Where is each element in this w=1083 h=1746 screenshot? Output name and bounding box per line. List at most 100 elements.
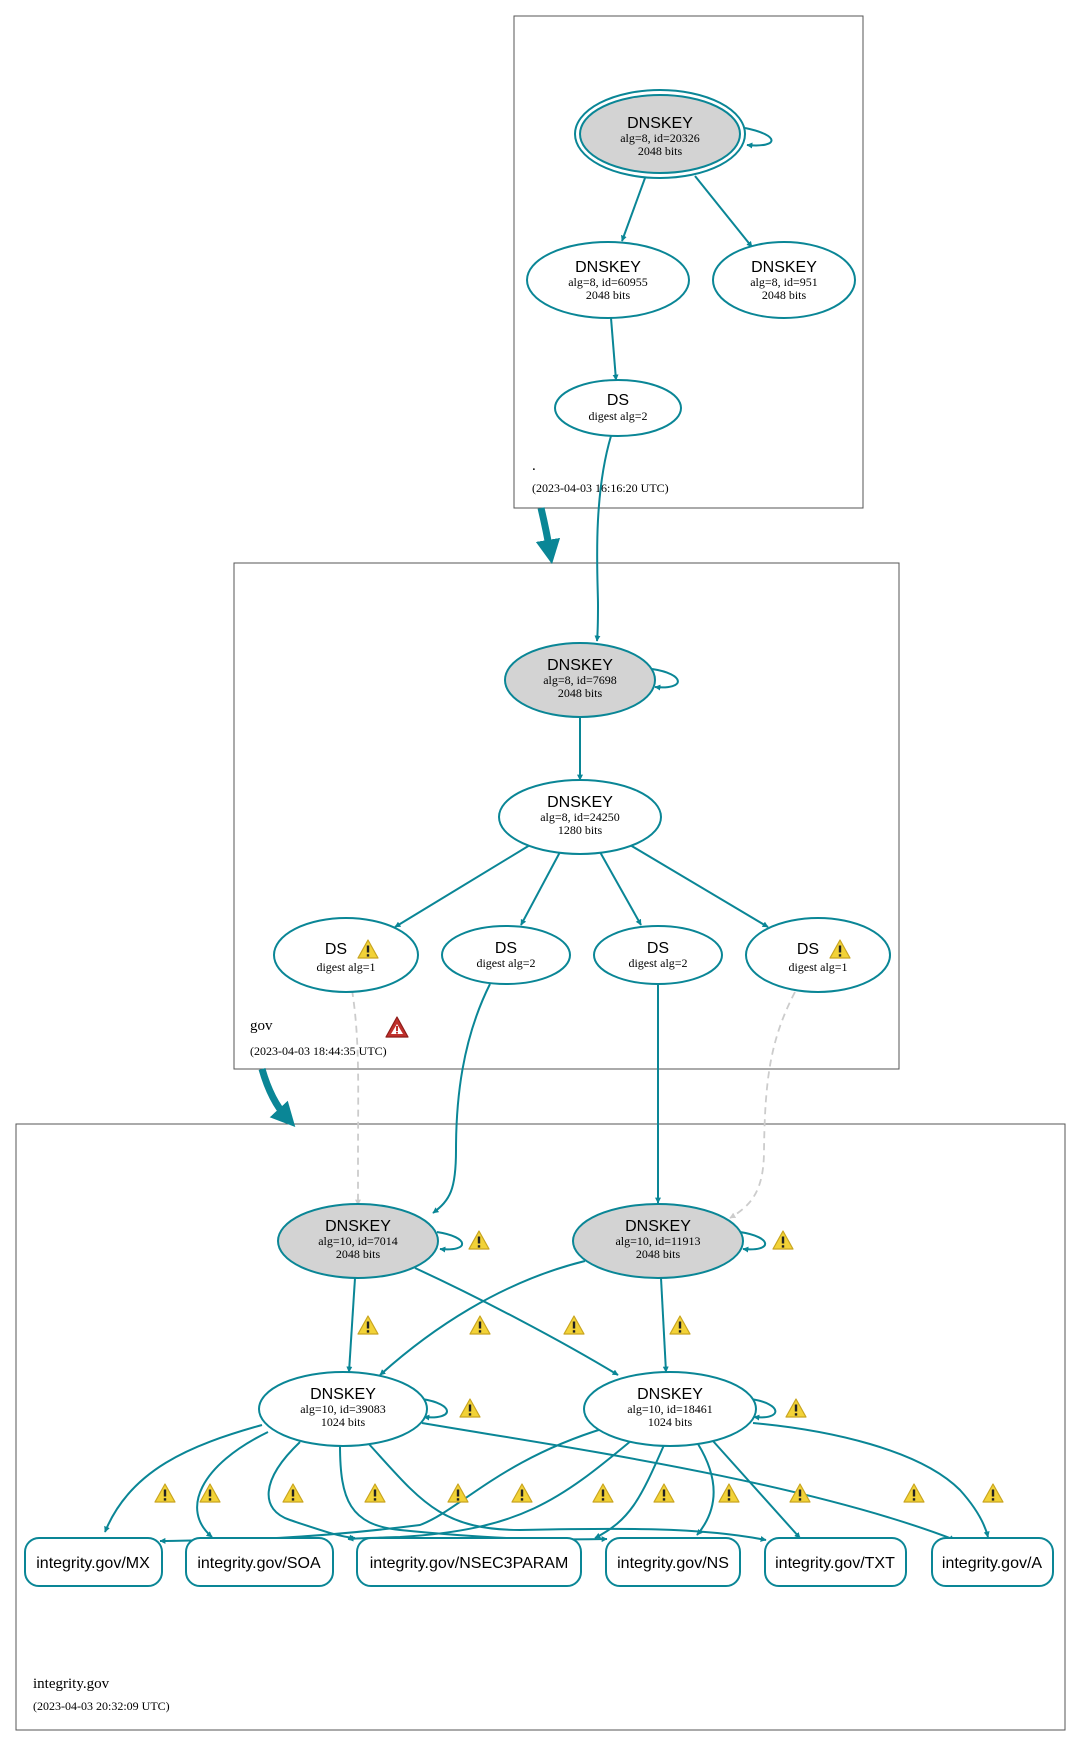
zone-gov-time: (2023-04-03 18:44:35 UTC) [250, 1044, 387, 1058]
node-root-ksk-bits: 2048 bits [638, 144, 683, 158]
node-gov-ds3-digest: digest alg=2 [628, 956, 687, 970]
node-gov-ds3[interactable]: DS digest alg=2 [593, 925, 723, 985]
node-root-zsk2[interactable]: DNSKEY alg=8, id=951 2048 bits [712, 241, 856, 319]
edge-warning-icon [718, 1483, 740, 1503]
int-zsk2-warning-icon [785, 1398, 807, 1418]
rrset-a[interactable]: integrity.gov/A [931, 1537, 1054, 1587]
zone-gov: gov (2023-04-03 18:44:35 UTC) [233, 562, 900, 1070]
node-gov-ds4-digest: digest alg=1 [788, 960, 847, 974]
edge-gov-zsk-ds3 [599, 851, 642, 926]
rrset-soa[interactable]: integrity.gov/SOA [185, 1537, 334, 1587]
edge-zsk1-nsec3param [267, 1441, 356, 1541]
rrset-mx[interactable]: integrity.gov/MX [24, 1537, 163, 1587]
node-gov-ksk-alg: alg=8, id=7698 [543, 673, 617, 687]
zone-root-box [513, 15, 864, 509]
zone-integrity-box [15, 1123, 1066, 1731]
edges [104, 127, 990, 1544]
int-ksk1-warning-icon [468, 1230, 490, 1250]
node-int-zsk1[interactable]: DNSKEY alg=10, id=39083 1024 bits [258, 1371, 428, 1447]
node-gov-ksk-title: DNSKEY [547, 657, 613, 674]
int-ksk2-warning-icon [772, 1230, 794, 1250]
edge-warning-icon [364, 1483, 386, 1503]
node-root-zsk2-alg: alg=8, id=951 [750, 275, 818, 289]
node-root-ksk[interactable]: DNSKEY alg=8, id=20326 2048 bits [574, 89, 746, 179]
node-gov-ds3-title: DS [647, 940, 669, 957]
zone-root-name: . [532, 458, 536, 474]
node-root-ksk-alg: alg=8, id=20326 [620, 131, 700, 145]
rrset-nsec3param-label: integrity.gov/NSEC3PARAM [370, 1555, 569, 1572]
zone-integrity: integrity.gov (2023-04-03 20:32:09 UTC) [15, 1123, 1066, 1731]
edge-zsk2-soa [347, 1439, 633, 1542]
edge-int-ksk1-zsk1 [346, 1277, 356, 1373]
edge-int-ksk1-zsk2 [414, 1267, 619, 1376]
node-gov-ksk-bits: 2048 bits [558, 686, 603, 700]
node-gov-zsk[interactable]: DNSKEY alg=8, id=24250 1280 bits [498, 779, 662, 855]
zone-integrity-name: integrity.gov [33, 1676, 110, 1692]
edge-zsk2-nsec3param [594, 1444, 665, 1539]
node-int-zsk1-title: DNSKEY [310, 1386, 376, 1403]
node-int-zsk2[interactable]: DNSKEY alg=10, id=18461 1024 bits [583, 1371, 757, 1447]
edge-warning-icon [447, 1483, 469, 1503]
node-int-ksk1[interactable]: DNSKEY alg=10, id=7014 2048 bits [277, 1203, 439, 1279]
node-int-ksk1-alg: alg=10, id=7014 [318, 1234, 398, 1248]
rrset-ns[interactable]: integrity.gov/NS [605, 1537, 741, 1587]
edge-zsk2-mx [159, 1427, 606, 1544]
edge-root-ksk-zsk2 [694, 175, 753, 248]
edge-warning-icon [563, 1315, 585, 1335]
edge-zsk2-txt [712, 1440, 801, 1539]
node-gov-ds2-digest: digest alg=2 [476, 956, 535, 970]
node-gov-zsk-bits: 1280 bits [558, 823, 603, 837]
node-int-zsk2-title: DNSKEY [637, 1386, 703, 1403]
edge-warning-icon [357, 1315, 379, 1335]
edge-gov-zsk-ds4 [629, 844, 769, 928]
edge-root-ds-gov-ksk [594, 435, 612, 642]
node-root-zsk2-title: DNSKEY [751, 259, 817, 276]
rrset-txt-label: integrity.gov/TXT [775, 1555, 895, 1572]
node-gov-ds4[interactable]: DS digest alg=1 [745, 917, 891, 993]
node-gov-zsk-alg: alg=8, id=24250 [540, 810, 620, 824]
edge-int-ksk2-self [739, 1231, 766, 1253]
node-gov-ds1[interactable]: DS digest alg=1 [273, 917, 419, 993]
edge-gov-ds1-int-ksk1 [351, 989, 361, 1206]
edge-int-ksk1-self [436, 1231, 463, 1253]
edge-int-zsk1-self [421, 1398, 448, 1421]
node-int-zsk2-bits: 1024 bits [648, 1415, 693, 1429]
edge-warning-icon [469, 1315, 491, 1335]
node-root-ds[interactable]: DS digest alg=2 [554, 379, 682, 437]
node-gov-ds4-title: DS [797, 941, 819, 958]
edge-warning-icon [592, 1483, 614, 1503]
delegation-root-gov-arrow [535, 507, 561, 565]
edge-zsk2-a [752, 1422, 990, 1538]
node-root-zsk1-bits: 2048 bits [586, 288, 631, 302]
edge-root-ksk-zsk1 [621, 177, 646, 242]
node-root-zsk2-bits: 2048 bits [762, 288, 807, 302]
edge-warning-icon [982, 1483, 1004, 1503]
node-root-zsk1-title: DNSKEY [575, 259, 641, 276]
zone-gov-name: gov [250, 1018, 273, 1034]
node-int-ksk2-bits: 2048 bits [636, 1247, 681, 1261]
int-zsk1-warning-icon [459, 1398, 481, 1418]
node-int-ksk2-title: DNSKEY [625, 1218, 691, 1235]
edge-warning-icon [511, 1483, 533, 1503]
node-root-zsk1[interactable]: DNSKEY alg=8, id=60955 2048 bits [526, 241, 690, 319]
node-gov-ds2-title: DS [495, 940, 517, 957]
node-root-zsk1-alg: alg=8, id=60955 [568, 275, 648, 289]
node-gov-ds2[interactable]: DS digest alg=2 [441, 925, 571, 985]
node-root-ds-digest: digest alg=2 [588, 409, 647, 423]
edge-warning-icon [789, 1483, 811, 1503]
node-int-zsk1-bits: 1024 bits [321, 1415, 366, 1429]
node-gov-ksk[interactable]: DNSKEY alg=8, id=7698 2048 bits [504, 642, 656, 718]
edge-gov-ksk-self [651, 668, 679, 691]
edge-zsk1-a [421, 1422, 956, 1541]
edge-zsk2-ns [696, 1443, 715, 1536]
node-root-ds-title: DS [607, 392, 629, 409]
edge-warning-icon [653, 1483, 675, 1503]
edge-int-ksk2-zsk2 [660, 1277, 669, 1373]
node-int-ksk2[interactable]: DNSKEY alg=10, id=11913 2048 bits [572, 1203, 744, 1279]
node-int-zsk1-alg: alg=10, id=39083 [300, 1402, 386, 1416]
edge-warning-icon [669, 1315, 691, 1335]
rrset-nsec3param[interactable]: integrity.gov/NSEC3PARAM [356, 1537, 582, 1587]
node-gov-ds1-digest: digest alg=1 [316, 960, 375, 974]
edge-root-zsk1-ds [610, 317, 619, 381]
rrset-txt[interactable]: integrity.gov/TXT [764, 1537, 907, 1587]
